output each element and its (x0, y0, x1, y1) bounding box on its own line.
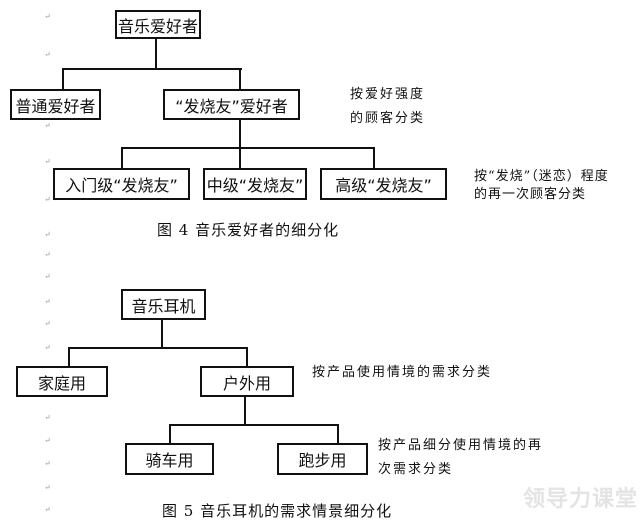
fig5-node-home-use: 家庭用 (16, 366, 108, 397)
note-line: 次需求分类 (378, 462, 454, 477)
paragraph-mark: ↵ (44, 121, 51, 130)
connector (68, 347, 70, 366)
paragraph-mark: ↵ (44, 50, 51, 59)
connector (62, 68, 64, 89)
fig4-node-ordinary-fans: 普通爱好者 (10, 89, 101, 120)
connector (169, 424, 171, 443)
fig4-node-entry-level: 入门级“发烧友” (53, 168, 190, 200)
connector (62, 68, 242, 70)
fig5-node-outdoor-use: 户外用 (200, 366, 294, 397)
fig5-root-node: 音乐耳机 (121, 289, 206, 320)
watermark-logo: 领导力课堂 (522, 487, 638, 512)
note-line: 的顾客分类 (350, 111, 426, 126)
note-line: 的再一次顾客分类 (474, 187, 587, 202)
fig4-note-1: 按爱好强度 的顾客分类 (350, 83, 425, 131)
paragraph-mark: ↵ (44, 272, 51, 281)
fig5-caption: 图 5 音乐耳机的需求情景细分化 (162, 502, 393, 520)
fig4-note-2: 按“发烧”（迷恋）程度 的再一次顾客分类 (474, 168, 609, 204)
paragraph-mark: ↵ (44, 413, 51, 422)
fig4-root-node: 音乐爱好者 (115, 10, 201, 39)
paragraph-mark: ↵ (44, 459, 51, 468)
paragraph-mark: ↵ (44, 157, 51, 166)
paragraph-mark: ↵ (44, 195, 51, 204)
fig5-node-cycling: 骑车用 (125, 443, 214, 475)
connector (68, 347, 248, 349)
connector (161, 320, 163, 349)
note-line: 按爱好强度 (350, 87, 426, 102)
paragraph-mark: ↵ (44, 319, 51, 328)
fig5-note-2: 按产品细分使用情境的再 次需求分类 (378, 434, 543, 482)
paragraph-mark: ↵ (44, 483, 51, 492)
fig4-node-enthusiast-fans: “发烧友”爱好者 (163, 89, 300, 120)
paragraph-mark: ↵ (44, 436, 51, 445)
paragraph-mark: ↵ (44, 250, 51, 259)
fig5-node-running: 跑步用 (277, 443, 368, 475)
fig4-node-mid-level: 中级“发烧友” (203, 168, 307, 200)
fig4-node-high-level: 高级“发烧友” (320, 168, 447, 200)
note-line: 按产品细分使用情境的再 (378, 438, 544, 453)
paragraph-mark: ↵ (44, 343, 51, 352)
connector (239, 120, 241, 149)
connector (239, 147, 241, 168)
connector (244, 397, 246, 426)
connector (155, 39, 157, 70)
paragraph-mark: ↵ (44, 297, 51, 306)
connector (121, 147, 123, 168)
paragraph-mark: ↵ (44, 230, 51, 239)
paragraph-mark: ↵ (44, 12, 51, 21)
connector (121, 147, 375, 149)
connector (239, 68, 241, 89)
connector (169, 424, 339, 426)
paragraph-mark: ↵ (44, 505, 51, 514)
fig4-caption: 图 4 音乐爱好者的细分化 (157, 221, 340, 239)
connector (337, 424, 339, 443)
note-line: 按“发烧”（迷恋）程度 (474, 169, 609, 184)
connector (373, 147, 375, 168)
fig5-note-1: 按产品使用情境的需求分类 (312, 365, 493, 380)
connector (246, 347, 248, 366)
